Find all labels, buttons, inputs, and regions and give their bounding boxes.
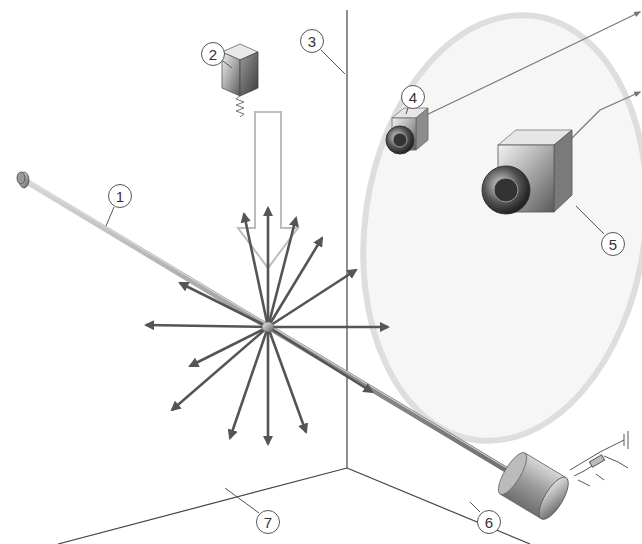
callout-text: 3 — [308, 34, 316, 49]
axes — [58, 10, 530, 544]
callout-number: 5 — [601, 232, 625, 256]
callout-number: 2 — [201, 42, 225, 66]
source-cube — [222, 44, 258, 117]
callout-number: 7 — [256, 510, 280, 534]
callout-number: 1 — [108, 184, 132, 208]
callout-text: 4 — [409, 90, 417, 105]
radiation-arrows — [146, 208, 388, 444]
callout-text: 5 — [609, 237, 617, 252]
cylinder — [493, 449, 573, 524]
callout-number: 3 — [300, 29, 324, 53]
callout-text: 6 — [485, 515, 493, 530]
disk — [337, 0, 642, 459]
circuit — [570, 431, 628, 486]
callout-text: 7 — [264, 515, 272, 530]
camera-small — [386, 12, 640, 154]
camera-large — [482, 92, 640, 214]
callout-number: 4 — [401, 85, 425, 109]
callout-number: 6 — [477, 510, 501, 534]
leader-lines — [106, 50, 604, 513]
callout-text: 2 — [209, 47, 217, 62]
callout-text: 1 — [116, 189, 124, 204]
